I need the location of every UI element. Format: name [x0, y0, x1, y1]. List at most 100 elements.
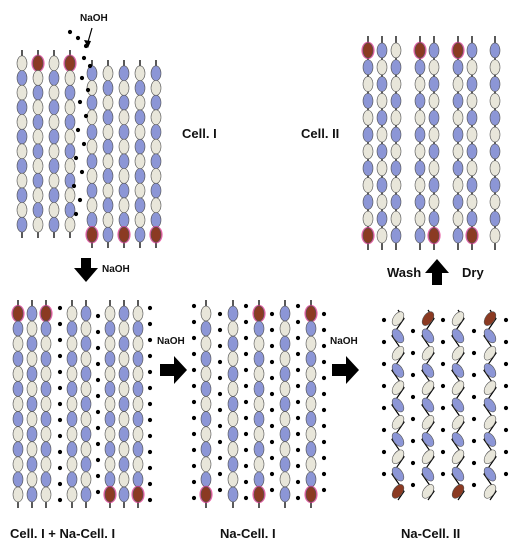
- glucose-unit: [483, 328, 497, 344]
- glucose-unit: [376, 210, 388, 227]
- glucose-unit: [452, 126, 464, 143]
- naoh-down-label: NaOH: [102, 264, 130, 275]
- glucose-unit: [391, 466, 405, 482]
- glucose-unit: [452, 109, 464, 126]
- glucose-unit: [391, 363, 405, 378]
- glucose-unit: [452, 177, 464, 193]
- glucose-unit: [134, 212, 146, 228]
- glucose-unit: [12, 350, 24, 367]
- glucose-unit: [132, 366, 144, 382]
- glucose-unit: [483, 345, 497, 361]
- glucose-unit: [150, 65, 162, 82]
- sodium-ion-dot: [147, 497, 153, 503]
- glucose-unit: [104, 381, 116, 397]
- glucose-unit: [200, 471, 212, 488]
- glucose-unit: [489, 93, 501, 109]
- glucose-unit: [12, 411, 24, 427]
- end-glucose-unit: [104, 486, 116, 503]
- sodium-ion-dot: [147, 385, 153, 391]
- glucose-unit: [305, 456, 317, 473]
- panel-cell-ii: [361, 36, 501, 250]
- end-glucose-unit: [362, 42, 374, 59]
- glucose-unit: [390, 42, 402, 59]
- cellulose-chain: [199, 300, 213, 508]
- glucose-unit: [227, 320, 239, 337]
- glucose-unit: [451, 311, 465, 326]
- glucose-unit: [86, 153, 98, 170]
- sodium-ion-dot: [57, 305, 63, 311]
- sodium-ion-dot: [295, 367, 301, 373]
- sodium-ion-dot: [147, 305, 153, 311]
- end-glucose-unit: [132, 486, 144, 503]
- cellulose-chain: [134, 60, 146, 248]
- glucose-unit: [253, 426, 265, 442]
- cellulose-chain: [131, 300, 145, 508]
- glucose-unit: [40, 381, 52, 397]
- sodium-ion-dot: [243, 447, 249, 453]
- sodium-ion-dot: [503, 427, 509, 433]
- glucose-unit: [26, 456, 38, 473]
- glucose-unit: [26, 396, 38, 412]
- glucose-unit: [80, 411, 92, 427]
- sodium-ion-dot: [410, 372, 416, 378]
- cellulose-chain: [427, 36, 441, 250]
- glucose-unit: [32, 187, 44, 204]
- glucose-unit: [390, 210, 402, 227]
- glucose-unit: [428, 59, 440, 76]
- sodium-ion-dot: [471, 438, 477, 444]
- panel-cell-i-na-cell-i: [11, 300, 153, 508]
- glucose-unit: [421, 449, 435, 465]
- glucose-unit: [104, 350, 116, 367]
- sodium-ion-group: [57, 305, 153, 503]
- glucose-unit: [66, 381, 78, 397]
- sodium-ion-dot: [295, 399, 301, 405]
- sodium-ion-dot: [243, 367, 249, 373]
- glucose-unit: [253, 471, 265, 488]
- glucose-unit: [489, 194, 501, 210]
- glucose-unit: [132, 426, 144, 442]
- sodium-ion-dot: [295, 351, 301, 357]
- sodium-ion-dot: [57, 385, 63, 391]
- sodium-ion-dot: [440, 471, 446, 477]
- glucose-unit: [16, 143, 28, 160]
- end-glucose-unit: [421, 311, 435, 326]
- glucose-unit: [483, 484, 497, 499]
- right-thick-arrow-icon: [332, 356, 359, 384]
- glucose-unit: [489, 160, 501, 177]
- glucose-unit: [150, 197, 162, 214]
- wash-label: Wash: [387, 265, 422, 280]
- sodium-ion-dot: [295, 495, 301, 501]
- sodium-ion-dot: [95, 489, 101, 495]
- sodium-ion-dot: [217, 455, 223, 461]
- glucose-unit: [118, 396, 130, 412]
- sodium-ion-dot: [217, 423, 223, 429]
- glucose-unit: [390, 126, 402, 143]
- sodium-ion-dot: [321, 455, 327, 461]
- sodium-ion-dot: [217, 391, 223, 397]
- glucose-unit: [80, 426, 92, 442]
- glucose-unit: [12, 366, 24, 382]
- sodium-ion-dot: [410, 482, 416, 488]
- caption-na-cell-ii: Na-Cell. II: [401, 526, 461, 541]
- glucose-unit: [421, 415, 435, 430]
- end-glucose-unit: [253, 305, 265, 322]
- sodium-ion-dot: [191, 383, 197, 389]
- glucose-unit: [390, 109, 402, 126]
- glucose-unit: [26, 335, 38, 352]
- naoh-mid1-label: NaOH: [157, 336, 185, 347]
- end-glucose-unit: [118, 226, 130, 243]
- glucose-unit: [66, 396, 78, 412]
- glucose-unit: [134, 197, 146, 214]
- glucose-unit: [150, 109, 162, 126]
- glucose-unit: [132, 396, 144, 412]
- end-glucose-unit: [64, 55, 76, 72]
- glucose-unit: [279, 411, 291, 427]
- glucose-unit: [48, 143, 60, 160]
- glucose-unit: [150, 80, 162, 96]
- sodium-ion-dot: [57, 337, 63, 343]
- glucose-unit: [134, 153, 146, 170]
- glucose-unit: [134, 94, 146, 111]
- cellulose-chain: [489, 36, 501, 250]
- panels-layer: [11, 27, 509, 508]
- glucose-unit: [428, 126, 440, 143]
